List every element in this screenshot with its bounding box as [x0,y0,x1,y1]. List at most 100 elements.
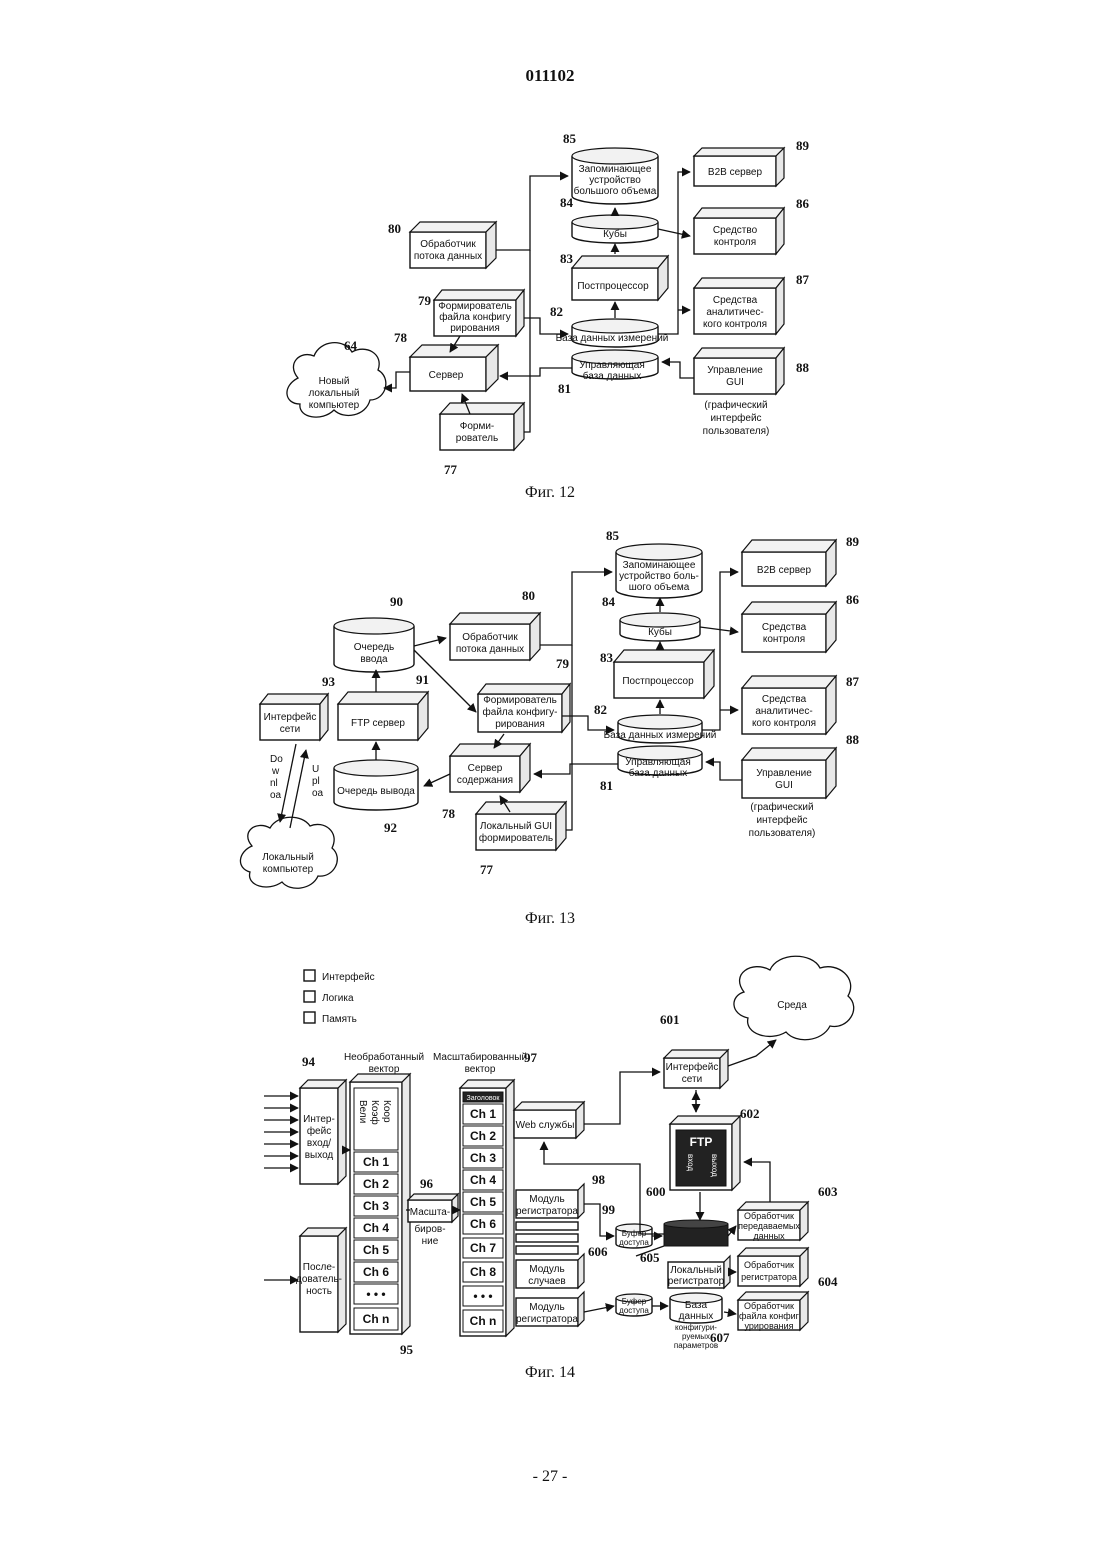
access-buffer-1: Буфер доступа [616,1224,652,1248]
svg-text:Ch 6: Ch 6 [470,1217,496,1231]
svg-text:oa: oa [312,788,324,799]
svg-text:контроля: контроля [763,634,805,645]
svg-text:вектор: вектор [465,1064,496,1075]
svg-text:Локальный: Локальный [262,852,314,863]
svg-text:доступа: доступа [619,1306,649,1315]
svg-text:ввода: ввода [360,654,388,665]
ref-88: 88 [846,732,860,747]
svg-text:Ch 4: Ch 4 [363,1221,389,1235]
figure-13-caption: Фиг. 13 [0,910,1100,928]
svg-text:устройство: устройство [589,175,641,186]
svg-text:Обработчик: Обработчик [420,238,476,250]
svg-text:Кубы: Кубы [603,228,627,240]
local-computer-cloud: Локальный компьютер [240,817,337,888]
svg-text:данных: данных [679,1311,714,1322]
svg-text:рователь: рователь [456,433,498,444]
stream-handler-block: Обработчик потока данных [410,222,496,268]
svg-text:Управление: Управление [756,768,812,779]
figure-14-caption: Фиг. 14 [0,1364,1100,1382]
control-db-cylinder: Управляющая база данных [618,746,702,779]
svg-text:w: w [271,766,280,777]
output-queue-cylinder: Очередь вывода [334,760,418,810]
analytics-tools-block: Средства аналитичес- кого контроля [742,676,836,734]
gui-note: (графический интерфейс пользователя) [749,801,816,839]
network-interface-block: Интерфейс сети [664,1050,728,1088]
svg-text:Масшта-: Масшта- [410,1207,450,1218]
svg-text:Постпроцессор: Постпроцессор [577,281,649,292]
svg-text:Ch 1: Ch 1 [363,1155,389,1169]
svg-text:Модуль: Модуль [529,1194,564,1205]
control-db-cylinder: Управляющая база данных [572,350,658,382]
sequence-block: После- дователь- ность [296,1228,346,1332]
svg-text:урирования: урирования [745,1321,794,1331]
svg-text:B2B сервер: B2B сервер [708,167,763,178]
registrar-module-1: Модуль регистратора [516,1184,584,1218]
ref-92: 92 [384,820,397,835]
svg-text:сети: сети [682,1074,702,1085]
svg-text:вход: вход [686,1154,695,1171]
web-services-block: Web службы [514,1102,584,1138]
svg-text:содержания: содержания [457,775,513,786]
svg-text:Управляющая: Управляющая [625,757,690,768]
b2b-server-block: B2B сервер [694,148,784,186]
svg-text:регистратор: регистратор [668,1276,725,1287]
ref-83: 83 [560,251,574,266]
svg-text:Ch n: Ch n [363,1312,390,1326]
svg-text:Ch 8: Ch 8 [470,1265,496,1279]
svg-text:Ch 5: Ch 5 [363,1243,389,1257]
svg-text:интерфейс: интерфейс [710,412,761,424]
svg-text:база данных: база данных [583,370,642,382]
svg-text:Ch 4: Ch 4 [470,1173,496,1187]
svg-text:ние: ние [422,1236,439,1247]
svg-text:База данных измерений: База данных измерений [556,333,669,344]
mass-storage-cylinder: Запоминающее устройство боль- шого объем… [616,544,702,598]
svg-text:Ch 2: Ch 2 [363,1177,389,1191]
ref-81: 81 [600,778,613,793]
gui-control-block: Управление GUI [742,748,836,798]
svg-text:Формирователь: Формирователь [483,695,557,706]
ref-82: 82 [594,702,607,717]
local-registrar-block: Локальный регистратор [668,1256,730,1288]
svg-text:Формирователь: Формирователь [438,301,512,312]
svg-text:FTP сервер: FTP сервер [351,718,405,729]
svg-text:файла конфигу: файла конфигу [439,311,511,323]
access-buffer-2: Буфер доступа [616,1294,652,1316]
svg-text:Обработчик: Обработчик [744,1211,794,1221]
svg-text:Заголовок: Заголовок [467,1095,501,1102]
svg-text:файла конфигу-: файла конфигу- [483,706,558,718]
ref-600: 600 [646,1184,666,1199]
svg-text:Интерфейс: Интерфейс [322,971,375,983]
svg-text:выход: выход [710,1154,719,1177]
svg-text:Управляющая: Управляющая [579,360,644,371]
registrar-handler: Обработчик регистратора [738,1248,808,1286]
ref-89: 89 [796,138,810,153]
ref-84: 84 [602,594,616,609]
input-arrows [264,1096,298,1280]
svg-text:Модуль: Модуль [529,1302,564,1313]
figure-12-diagram: Запоминающее устройство большого объема … [0,0,1100,480]
ref-77: 77 [480,862,494,877]
svg-text:Запоминающее: Запоминающее [579,164,652,175]
svg-text:база данных: база данных [629,767,688,779]
svg-text:Коэф: Коэф [369,1100,381,1125]
svg-text:Сервер: Сервер [468,763,503,774]
svg-text:сети: сети [280,724,300,735]
svg-text:База данных измерений: База данных измерений [604,730,717,741]
svg-text:Ch 5: Ch 5 [470,1195,496,1209]
gui-control-block: Управление GUI [694,348,784,394]
io-interface-block: Интер- фейс вход/ выход [300,1080,346,1184]
svg-text:B2B сервер: B2B сервер [757,565,812,576]
config-file-former-block: Формирователь файла конфигу рирования [434,290,524,336]
config-file-handler: Обработчик файла конфиг урирования [738,1292,808,1331]
ref-83: 83 [600,650,614,665]
config-file-former-block: Формирователь файла конфигу- рирования [478,684,570,732]
svg-text:локальный: локальный [308,388,359,399]
svg-text:Средство: Средство [713,225,758,236]
svg-text:Do: Do [270,754,283,765]
svg-text:После-: После- [303,1262,335,1273]
svg-text:Ch 3: Ch 3 [363,1199,389,1213]
svg-text:Ch 7: Ch 7 [470,1241,496,1255]
data-storage-600 [664,1220,728,1246]
ref-88: 88 [796,360,810,375]
svg-text:Постпроцессор: Постпроцессор [622,676,694,687]
